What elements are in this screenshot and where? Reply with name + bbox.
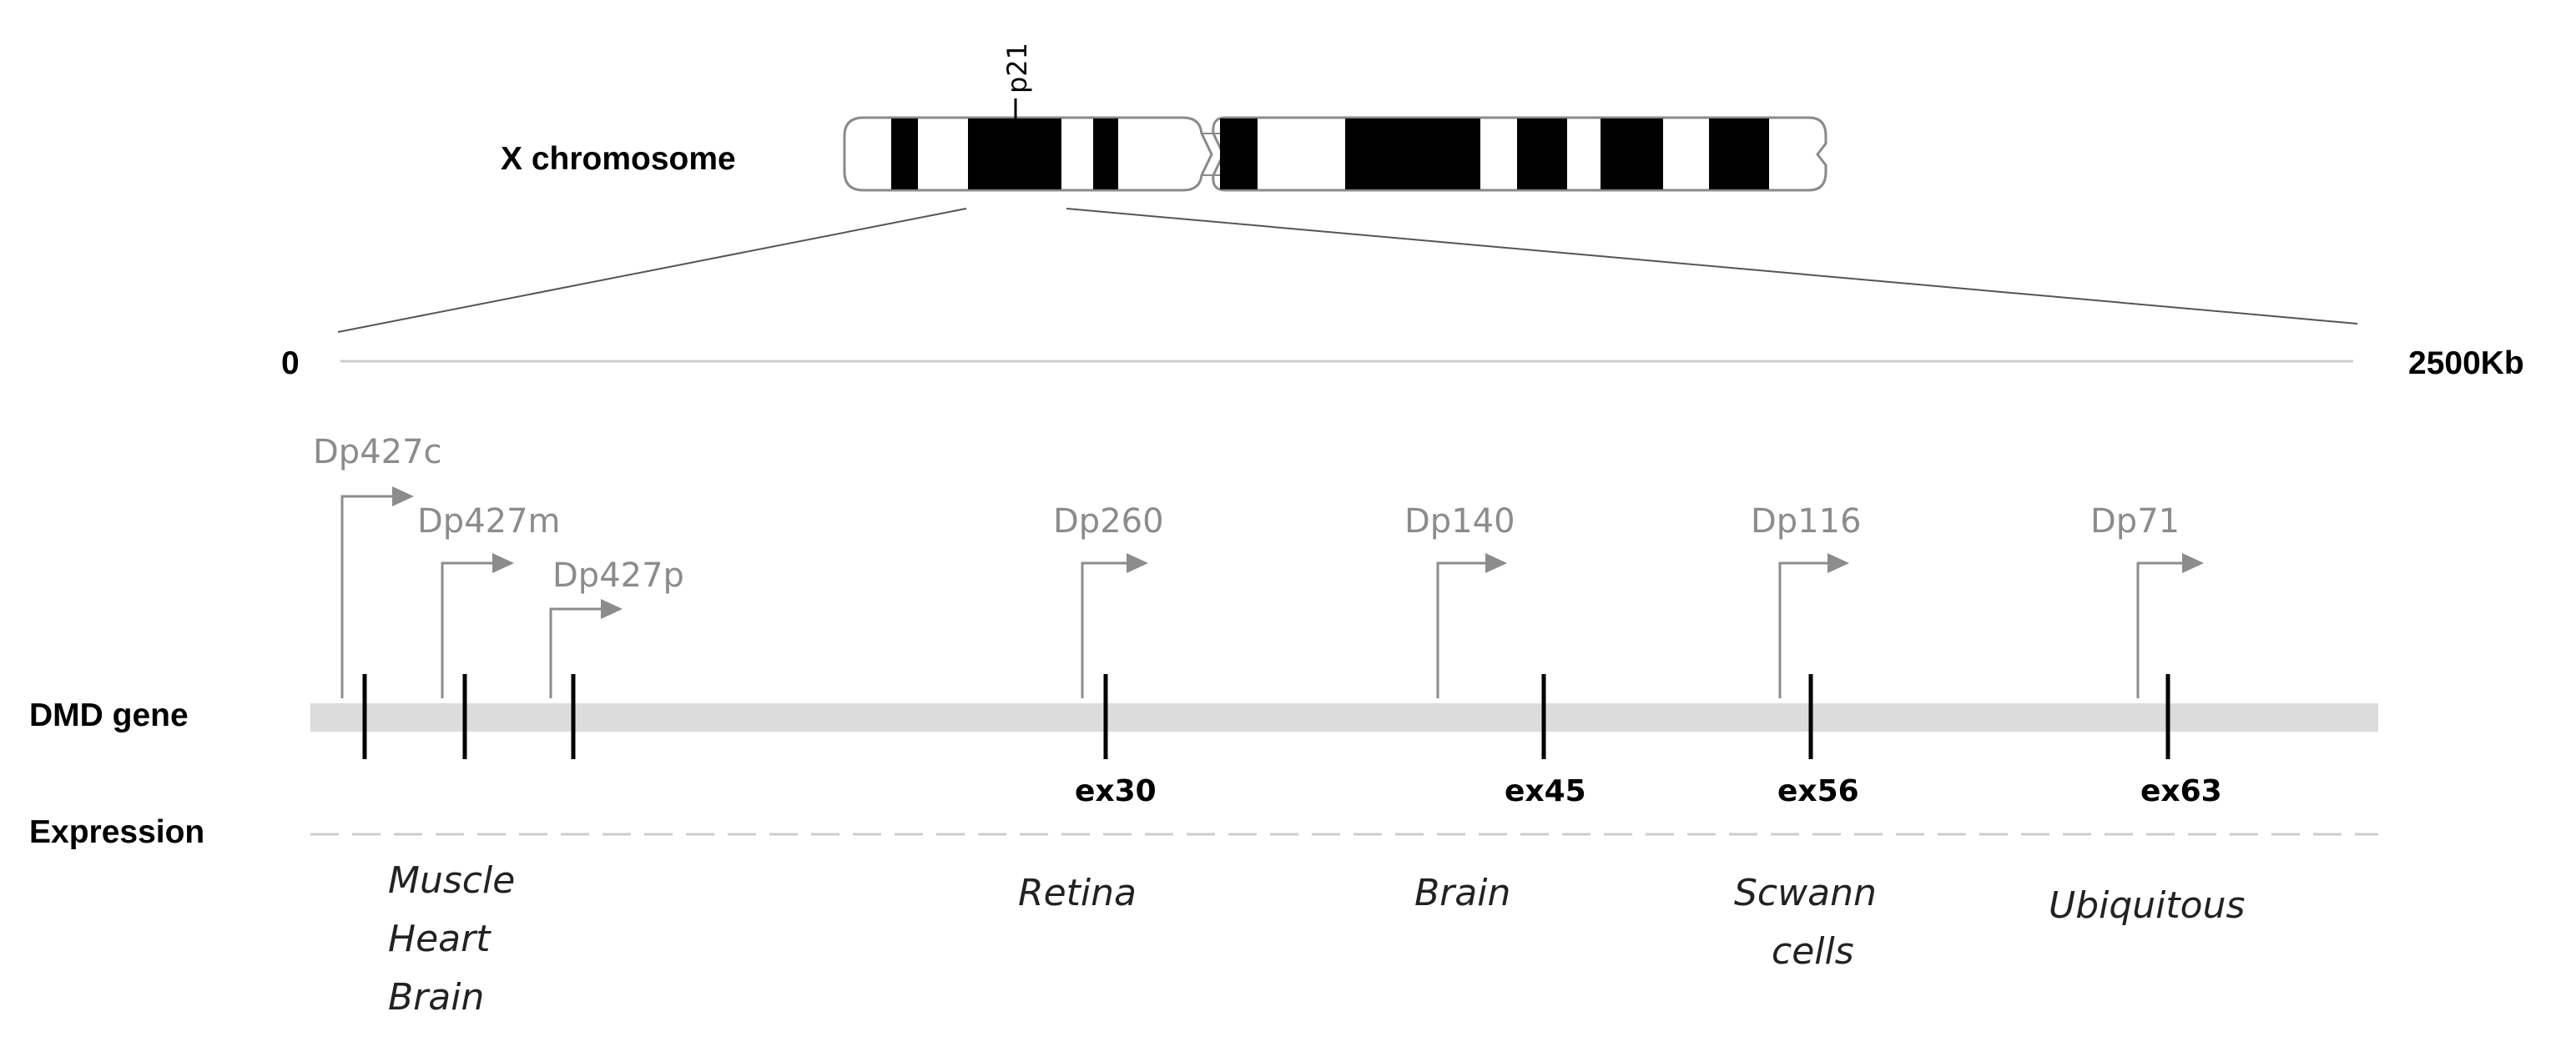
promoter-arrow-dp427c — [340, 495, 392, 698]
promoter-label-dp116: Dp116 — [1751, 502, 1862, 541]
zoom-line-right — [1066, 208, 2358, 325]
exon-label-ex30: ex30 — [1075, 774, 1157, 808]
chromosome-band — [1093, 118, 1118, 189]
promoter-label-dp140: Dp140 — [1404, 502, 1515, 541]
band-label-p21: p21 — [1001, 43, 1033, 93]
arrowhead-icon — [1127, 553, 1148, 573]
tissue-label-line: Ubiquitous — [2049, 884, 2245, 927]
tissue-muscle-heart-brain: Muscle Heart Brain — [388, 859, 515, 1019]
exon-label-ex56: ex56 — [1777, 774, 1859, 808]
promoter-arrow-dp427m — [441, 561, 492, 698]
x-chromosome-ideogram — [843, 116, 1827, 192]
tissue-schwann-cells: Scwann cells — [1734, 872, 1877, 973]
promoter-arrow-dp71 — [2136, 561, 2182, 698]
chromosome-band — [1220, 118, 1258, 189]
tissue-label-line: Muscle — [388, 859, 515, 902]
arrowhead-icon — [2182, 553, 2204, 573]
promoter-arrow-dp140 — [1436, 561, 1485, 698]
exon-label-ex45: ex45 — [1505, 774, 1586, 808]
arrowhead-icon — [492, 553, 514, 573]
promoter-label-dp427m: Dp427m — [417, 502, 561, 541]
tissue-label-line: Retina — [1018, 872, 1137, 914]
promoter-arrowheads — [392, 486, 2204, 619]
promoter-arrow-dp116 — [1778, 561, 1827, 698]
scale-end-label: 2500Kb — [2408, 345, 2524, 381]
chromosome-band — [1517, 118, 1567, 189]
dmd-gene-bar — [310, 703, 2378, 732]
tissue-label-line: Scwann — [1734, 872, 1877, 914]
promoter-label-dp427p: Dp427p — [552, 556, 684, 595]
chromosome-band-p21 — [968, 118, 1061, 189]
arrowhead-icon — [1827, 553, 1849, 573]
tissue-brain: Brain — [1414, 872, 1510, 914]
gene-label: DMD gene — [29, 697, 189, 733]
tissue-label-line: Brain — [388, 976, 484, 1019]
exon-ticks — [362, 674, 2170, 759]
arrowhead-icon — [1485, 553, 1507, 573]
tissue-retina: Retina — [1018, 872, 1137, 914]
chromosome-band — [1601, 118, 1663, 189]
tissue-ubiquitous: Ubiquitous — [2049, 884, 2245, 927]
exon-label-ex63: ex63 — [2140, 774, 2222, 808]
arrowhead-icon — [392, 486, 414, 506]
expression-label: Expression — [29, 814, 204, 850]
chromosome-band — [1709, 118, 1769, 189]
tissue-label-line: cells — [1772, 930, 1854, 973]
chromosome-band — [891, 118, 918, 189]
tissue-label-line: Heart — [388, 918, 492, 960]
scale-start-label: 0 — [281, 345, 300, 381]
promoter-label-dp260: Dp260 — [1053, 502, 1164, 541]
chromosome-label: X chromosome — [501, 141, 736, 177]
promoter-arrow-dp427p — [549, 607, 601, 698]
chromosome-band — [1345, 118, 1480, 189]
promoter-arrows — [340, 495, 2182, 698]
promoter-label-dp71: Dp71 — [2090, 502, 2180, 541]
promoter-arrow-dp260 — [1081, 561, 1127, 698]
promoter-label-dp427c: Dp427c — [313, 433, 442, 471]
tissue-label-line: Brain — [1414, 872, 1510, 914]
arrowhead-icon — [601, 599, 623, 619]
zoom-line-left — [337, 208, 967, 333]
